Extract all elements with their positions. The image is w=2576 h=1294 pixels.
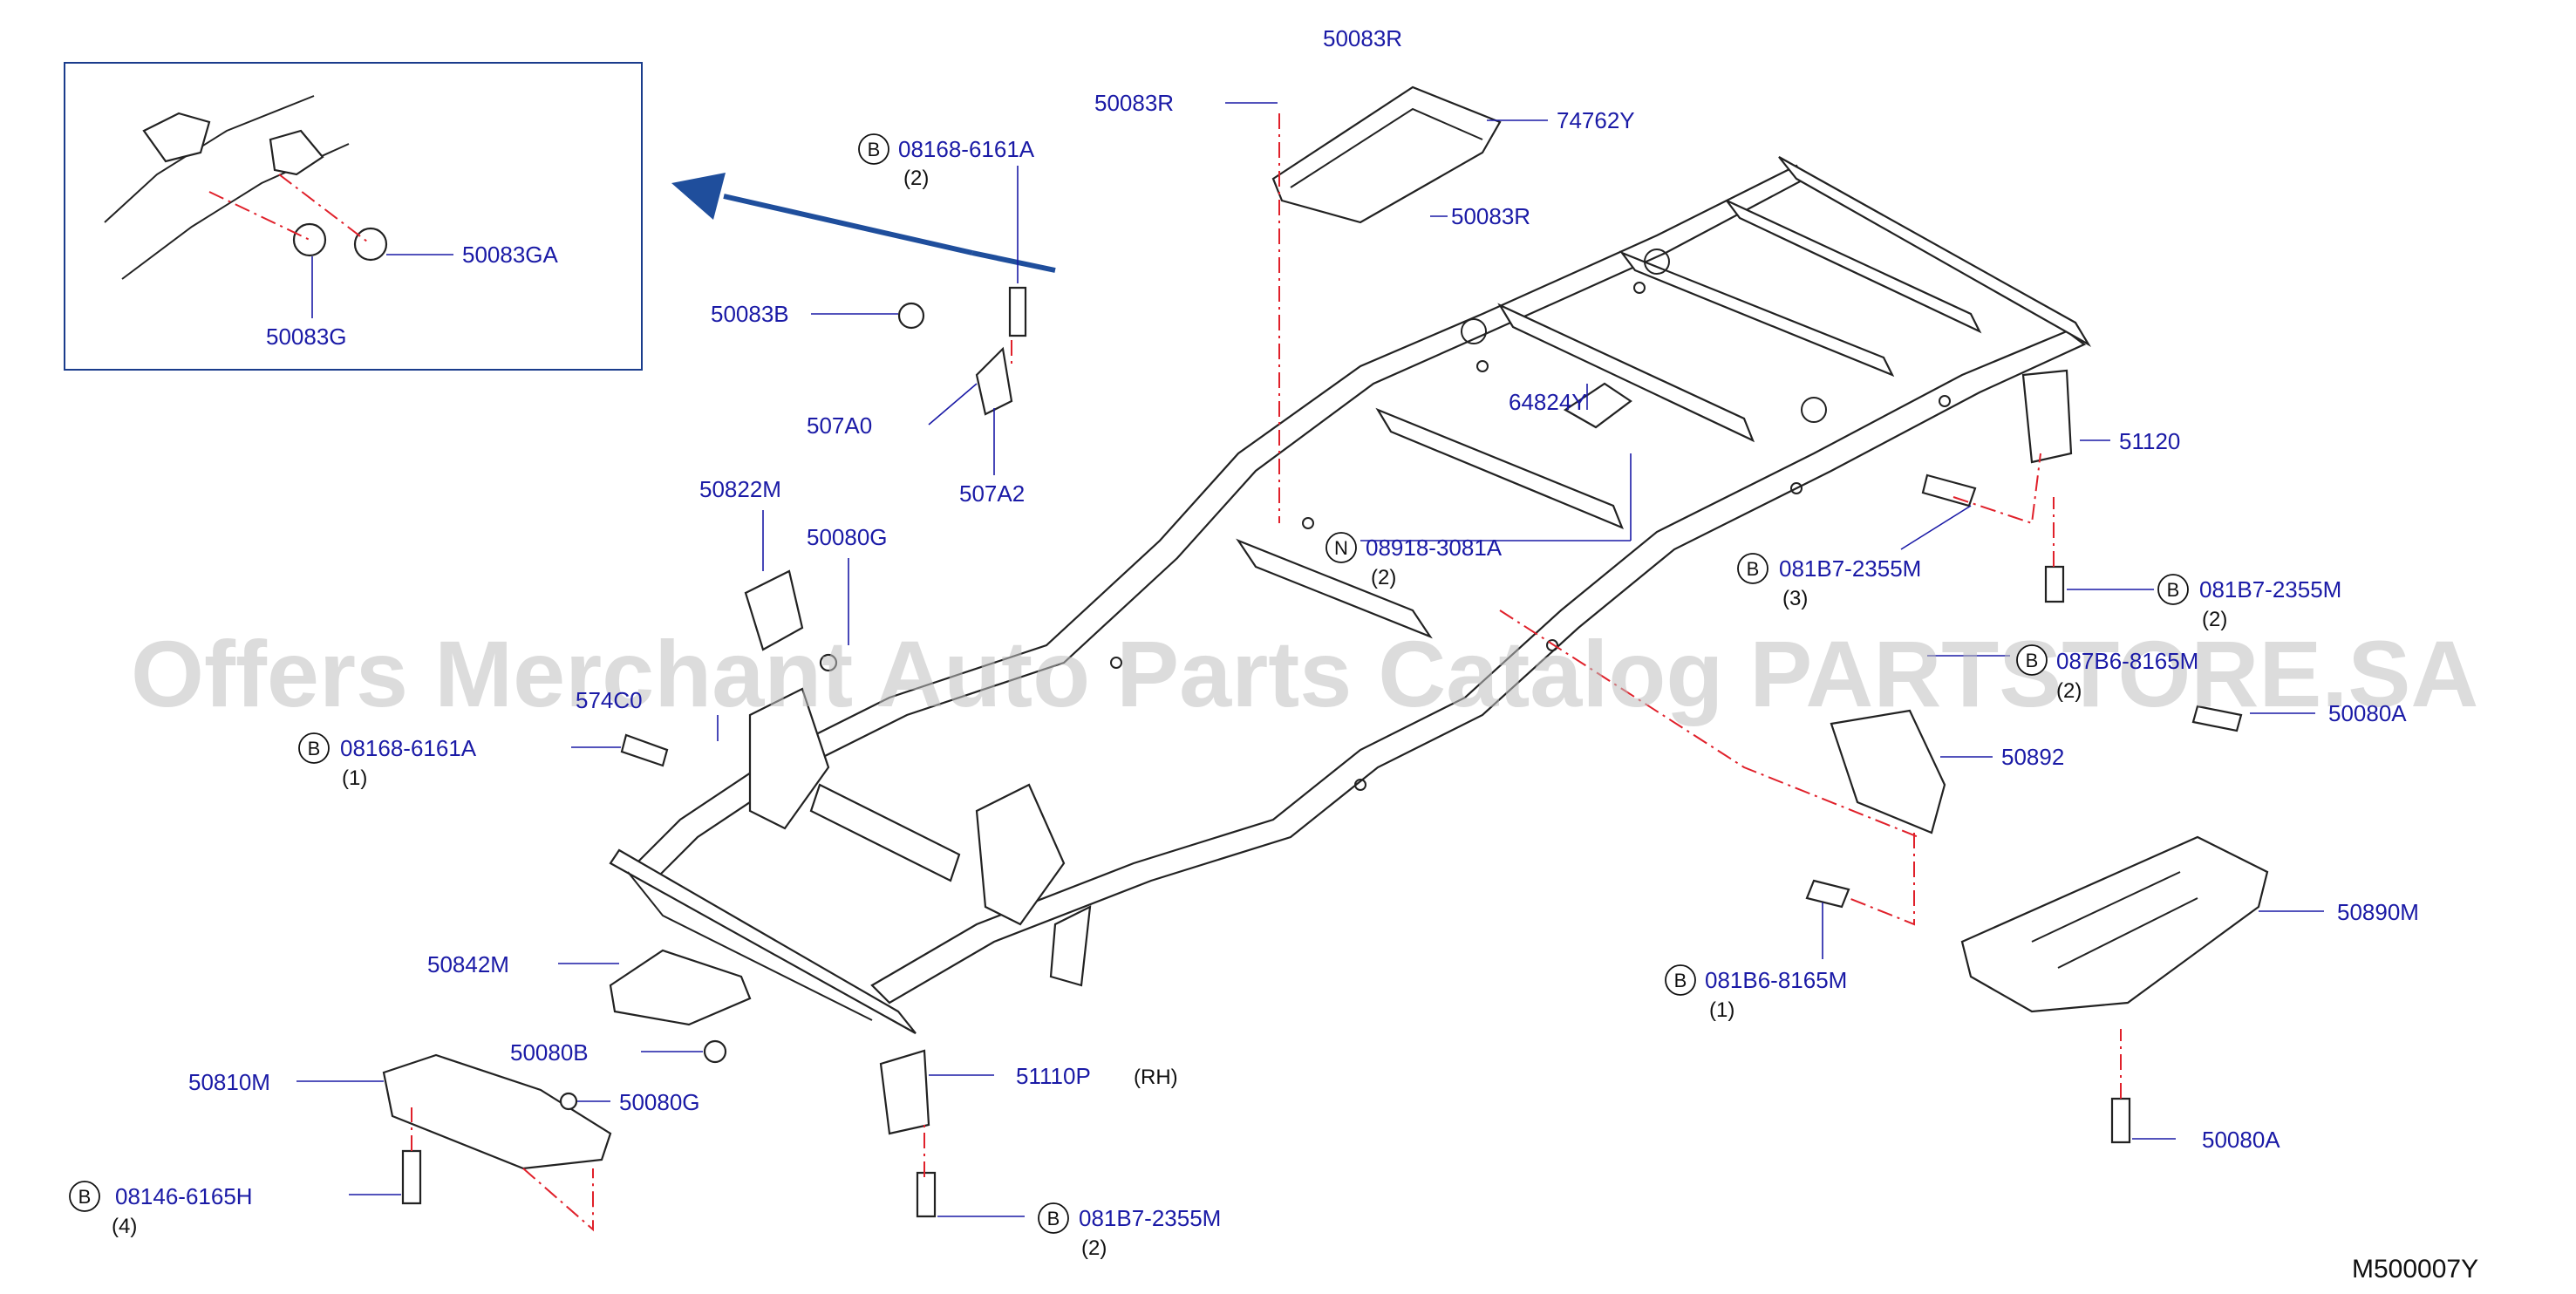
callout-label: 081B7-2355M — [1079, 1205, 1221, 1231]
callout-mark: B — [2026, 650, 2039, 671]
ladder-frame — [609, 156, 2092, 1034]
callout-50080g-upper[interactable]: 50080G — [807, 524, 888, 550]
callout-51120[interactable]: 51120 — [2119, 428, 2180, 454]
callout-50080b[interactable]: 50080B — [510, 1039, 589, 1066]
callout-081b7-2355m-right[interactable]: B 081B7-2355M (2) — [2157, 574, 2341, 631]
callout-mark: B — [1747, 558, 1760, 580]
callout-label: 08168-6161A — [898, 136, 1035, 162]
part-shapes — [382, 85, 2269, 1218]
callout-08168-6161a-left[interactable]: B 08168-6161A (1) — [298, 732, 477, 790]
callout-label: 51110P — [1016, 1063, 1091, 1089]
callout-51110p[interactable]: 51110P (RH) — [1016, 1063, 1178, 1089]
callout-label: 081B6-8165M — [1705, 967, 1847, 993]
callout-507a2[interactable]: 507A2 — [959, 480, 1025, 507]
detail-arrow — [671, 173, 1056, 273]
callout-08918-3081a[interactable]: N 08918-3081A (2) — [1325, 532, 1503, 589]
callout-labels: B 08168-6161A (2) 50083R 50083R 74762Y 5… — [69, 25, 2419, 1260]
callout-50080g-lower[interactable]: 50080G — [619, 1089, 700, 1115]
callout-574c0[interactable]: 574C0 — [576, 687, 643, 713]
callout-507a0[interactable]: 507A0 — [807, 412, 872, 439]
callout-50083b[interactable]: 50083B — [711, 301, 789, 327]
callout-label: 081B7-2355M — [2199, 576, 2341, 603]
callout-50080a-right[interactable]: 50080A — [2328, 700, 2407, 726]
callout-50822m[interactable]: 50822M — [699, 476, 781, 502]
callout-50080a-bottom[interactable]: 50080A — [2202, 1127, 2280, 1153]
callout-label: 08146-6165H — [115, 1183, 253, 1209]
callout-50083r-left[interactable]: 50083R — [1094, 90, 1174, 116]
callout-qty: (1) — [1709, 998, 1734, 1022]
callout-qty: (2) — [2056, 679, 2082, 703]
callout-qty: (4) — [112, 1215, 137, 1238]
callout-mark: N — [1334, 537, 1348, 559]
callout-side: (RH) — [1134, 1066, 1178, 1089]
callout-qty: (2) — [903, 167, 929, 190]
callout-mark: B — [308, 738, 321, 759]
assembly-guides — [411, 113, 2122, 1232]
callout-mark: B — [1047, 1208, 1060, 1229]
callout-081b7-2355m-bottom[interactable]: B 081B7-2355M (2) — [1038, 1202, 1221, 1260]
callout-qty: (1) — [342, 766, 367, 790]
callout-label: 081B7-2355M — [1779, 555, 1921, 582]
callout-50842m[interactable]: 50842M — [427, 951, 509, 977]
inset-label-50083g: 50083G — [266, 324, 347, 350]
leader-lines — [296, 102, 2324, 1217]
callout-mark: B — [868, 139, 881, 160]
callout-label: 087B6-8165M — [2056, 648, 2198, 674]
callout-08146-6165h[interactable]: B 08146-6165H (4) — [69, 1181, 253, 1238]
callout-64824y[interactable]: 64824Y — [1509, 389, 1587, 415]
callout-qty: (2) — [1081, 1236, 1107, 1260]
callout-50083r-right[interactable]: 50083R — [1451, 203, 1530, 229]
watermark: Offers Merchant Auto Parts Catalog PARTS… — [131, 621, 2478, 726]
callout-50890m[interactable]: 50890M — [2337, 899, 2419, 925]
callout-081b7-2355m-mid[interactable]: B 081B7-2355M (3) — [1737, 553, 1921, 610]
callout-qty: (2) — [1371, 566, 1396, 589]
callout-087b6-8165m[interactable]: B 087B6-8165M (2) — [2016, 644, 2198, 703]
callout-50892[interactable]: 50892 — [2001, 744, 2064, 770]
callout-mark: B — [1674, 970, 1687, 991]
callout-50083r-top[interactable]: 50083R — [1323, 25, 1402, 51]
diagram-code: M500007Y — [2352, 1255, 2478, 1284]
callout-mark: B — [2167, 579, 2180, 601]
callout-qty: (3) — [1782, 587, 1808, 610]
callout-label: 08168-6161A — [340, 735, 477, 761]
callout-qty: (2) — [2202, 608, 2227, 631]
detail-inset: 50083GA 50083G — [64, 62, 643, 371]
callout-label: 08918-3081A — [1366, 535, 1503, 561]
inset-label-50083ga: 50083GA — [462, 242, 559, 268]
callout-081b6-8165m[interactable]: B 081B6-8165M (1) — [1665, 964, 1847, 1022]
callout-08168-6161a-top[interactable]: B 08168-6161A (2) — [858, 133, 1035, 190]
callout-50810m[interactable]: 50810M — [188, 1069, 270, 1095]
callout-74762y[interactable]: 74762Y — [1557, 107, 1635, 133]
callout-mark: B — [78, 1186, 92, 1208]
